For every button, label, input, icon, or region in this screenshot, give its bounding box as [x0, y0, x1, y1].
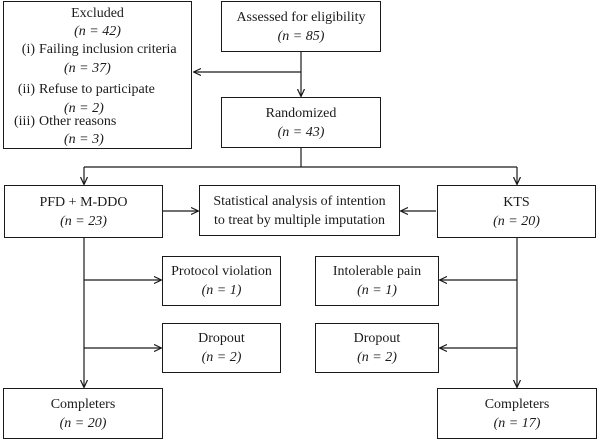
assessed-box: Assessed for eligibility (n = 85) [221, 1, 381, 52]
reason-index: (iii) [14, 114, 35, 129]
excluded-count: (n = 42) [74, 24, 121, 39]
completers-right-box: Completers (n = 17) [437, 388, 597, 439]
dropout-right-box: Dropout (n = 2) [315, 323, 439, 373]
pfd-label: PFD + M-DDO [39, 194, 128, 210]
kts-label: KTS [503, 194, 530, 210]
intolerable-pain-count: (n = 1) [357, 283, 397, 298]
reason-count: (n = 2) [64, 101, 104, 116]
reason-count: (n = 37) [64, 61, 111, 76]
excluded-title: Excluded [71, 6, 124, 21]
dropout-left-box: Dropout (n = 2) [162, 323, 281, 373]
reason-count: (n = 3) [64, 132, 104, 147]
kts-count: (n = 20) [493, 213, 540, 229]
assessed-count: (n = 85) [277, 28, 325, 44]
randomized-box: Randomized (n = 43) [221, 97, 381, 148]
completers-left-label: Completers [50, 396, 116, 412]
intolerable-pain-box: Intolerable pain (n = 1) [315, 256, 439, 306]
completers-right-count: (n = 17) [493, 415, 541, 431]
analysis-box: Statistical analysis of intention to tre… [199, 185, 400, 236]
protocol-violation-label: Protocol violation [171, 264, 272, 279]
dropout-right-label: Dropout [353, 331, 401, 346]
reason-label: Other reasons [39, 114, 117, 129]
analysis-line1: Statistical analysis of intention [213, 193, 386, 209]
protocol-violation-count: (n = 1) [201, 283, 242, 298]
reason-label: Refuse to participate [39, 82, 155, 97]
pfd-count: (n = 23) [60, 213, 107, 229]
assessed-label: Assessed for eligibility [236, 9, 366, 25]
completers-left-box: Completers (n = 20) [3, 388, 163, 439]
intolerable-pain-label: Intolerable pain [332, 264, 422, 279]
randomized-label: Randomized [265, 105, 337, 121]
randomized-count: (n = 43) [277, 124, 325, 140]
dropout-right-count: (n = 2) [357, 350, 397, 365]
dropout-left-label: Dropout [198, 331, 245, 346]
kts-box: KTS (n = 20) [437, 185, 596, 238]
reason-index: (ii) [17, 82, 35, 97]
completers-right-label: Completers [484, 396, 550, 412]
reason-index: (i) [21, 42, 35, 57]
pfd-box: PFD + M-DDO (n = 23) [4, 185, 163, 238]
reason-label: Failing inclusion criteria [39, 42, 177, 57]
dropout-left-count: (n = 2) [201, 350, 242, 365]
analysis-line2: to treat by multiple imputation [213, 212, 386, 228]
excluded-box: Excluded (n = 42) (i) Failing inclusion … [3, 1, 192, 149]
completers-left-count: (n = 20) [59, 415, 107, 431]
protocol-violation-box: Protocol violation (n = 1) [162, 256, 281, 306]
